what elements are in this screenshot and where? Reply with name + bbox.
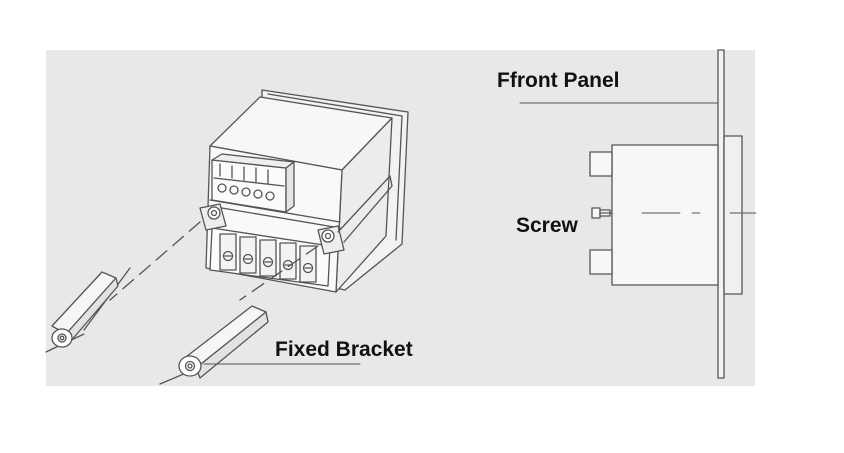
front-panel-plate: [717, 49, 725, 379]
clamp-lug-right: [317, 175, 393, 255]
meter-side-body: [611, 144, 719, 286]
clamp-lug-left: [199, 203, 227, 231]
screw-label: Screw: [516, 214, 578, 237]
power-terminal-block: [209, 227, 331, 287]
signal-terminal-block: [211, 153, 295, 213]
fixed-bracket-label: Fixed Bracket: [275, 338, 413, 361]
fixed-bracket-left: [51, 271, 119, 348]
fixed-bracket-center: [178, 305, 269, 379]
insertion-guides: [109, 221, 319, 301]
side-view: [589, 49, 757, 379]
screw-detail: [591, 207, 613, 219]
front-panel-label: Ffront Panel: [497, 69, 620, 92]
